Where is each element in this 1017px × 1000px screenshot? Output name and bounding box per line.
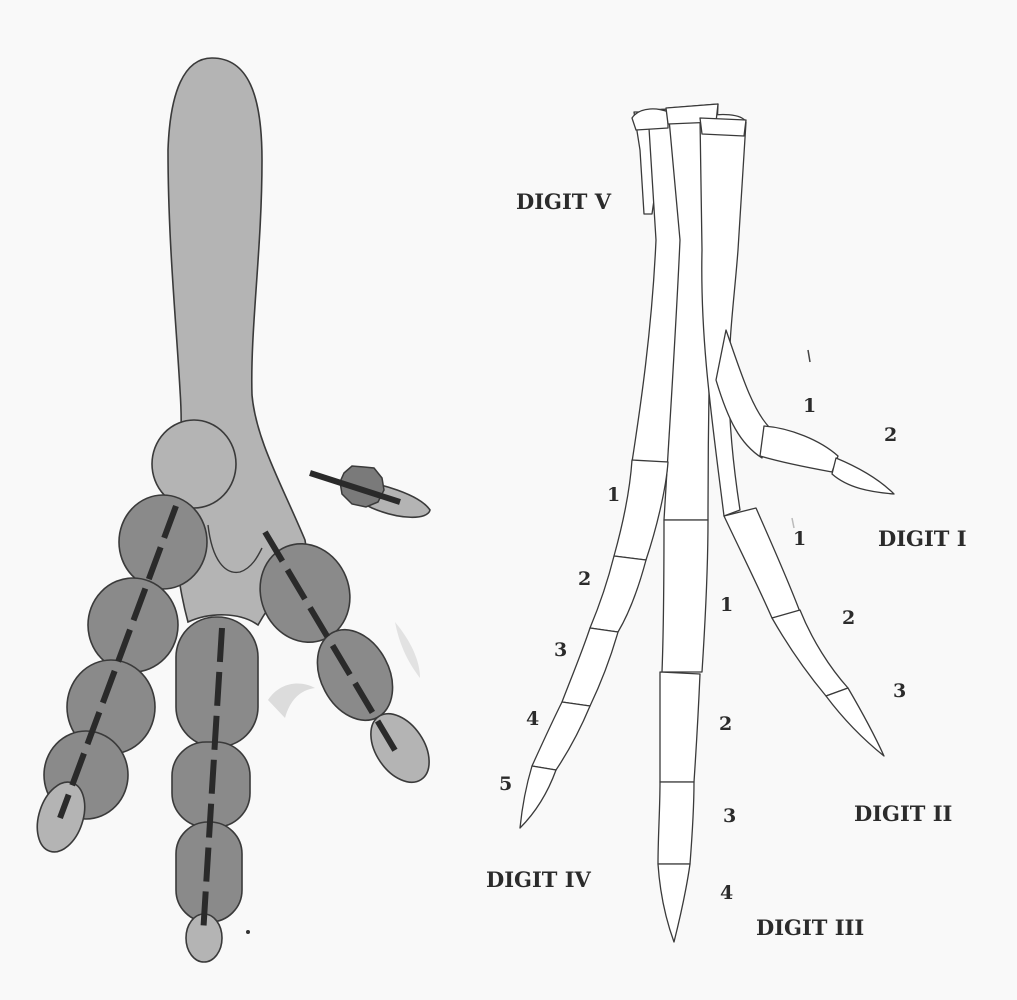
phalanx-iv-5: 5 [499,773,512,795]
phalanx-iv-3: 3 [554,639,567,661]
phalanx-ii-3: 3 [893,680,906,702]
schematic-digit-middle [171,616,259,963]
label-digit-i: DIGIT I [878,526,967,551]
faint-shadow [268,683,315,718]
phalanx-iii-2: 2 [719,713,732,735]
digit-iv-bones [519,459,669,829]
stray-mark-2 [791,517,795,529]
stray-mark [807,349,811,363]
schematic-crease [207,524,263,574]
label-digit-iii: DIGIT III [756,915,864,940]
schematic-digit-right [259,530,430,784]
digit-i-bones [759,425,895,495]
label-digit-v: DIGIT V [516,189,612,214]
phalanx-iv-2: 2 [578,568,591,590]
schematic-digit-left [36,494,208,853]
faint-shadow-2 [395,622,420,678]
phalanx-iii-4: 4 [720,882,733,904]
phalanx-ii-1: 1 [793,528,806,550]
phalanx-iii-1: 1 [720,594,733,616]
metatarsals [631,103,771,521]
phalanx-iv-4: 4 [526,708,539,730]
schematic-hallux [309,465,431,519]
digit-iii-bones [657,519,709,943]
digit-labels: DIGIT V DIGIT I DIGIT II DIGIT III DIGIT… [486,189,967,940]
digit-ii-bones [723,507,885,757]
phalanx-i-1: 1 [803,395,816,417]
schematic-foot [36,57,431,963]
phalanx-i-2: 2 [884,424,897,446]
phalanx-iv-1: 1 [607,484,620,506]
label-digit-iv: DIGIT IV [486,867,592,892]
phalanx-ii-2: 2 [842,607,855,629]
label-digit-ii: DIGIT II [854,801,952,826]
stray-dot [246,930,250,934]
phalanx-iii-3: 3 [723,805,736,827]
skeletal-foot [519,103,895,943]
phalanx-numbers: 1 2 1 2 3 1 2 3 4 1 2 3 4 5 [499,395,906,904]
